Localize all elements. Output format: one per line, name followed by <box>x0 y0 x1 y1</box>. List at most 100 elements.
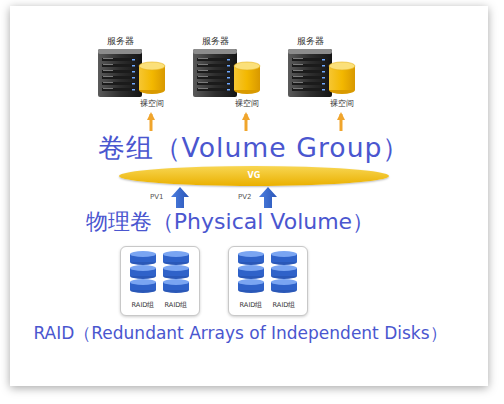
raid-box: RAID组RAID组 <box>228 246 308 316</box>
icon-shape <box>292 82 328 85</box>
icon-shape <box>197 58 233 61</box>
vg-label: VG <box>119 166 389 186</box>
pv-arrow <box>171 187 189 208</box>
icon-shape <box>163 265 189 271</box>
icon-shape <box>227 71 230 73</box>
icon-shape <box>103 70 113 71</box>
icon-shape <box>293 82 303 83</box>
server-label: 服务器 <box>285 36 335 47</box>
icon-shape <box>292 58 328 61</box>
icon-shape <box>102 82 138 85</box>
raid-group-label: RAID组 <box>158 301 194 310</box>
icon-shape <box>227 65 230 67</box>
icon-shape <box>198 88 208 89</box>
icon-shape <box>227 83 230 85</box>
icon-shape <box>163 279 189 285</box>
icon-shape <box>292 70 328 73</box>
icon-shape <box>197 82 233 85</box>
icon-shape <box>102 88 138 91</box>
icon-shape <box>197 70 233 73</box>
icon-shape <box>293 88 303 89</box>
icon-shape <box>198 70 208 71</box>
icon-shape <box>198 64 208 65</box>
icon-shape <box>197 88 233 91</box>
icon-shape <box>271 251 297 257</box>
icon-shape <box>197 76 233 79</box>
icon-shape <box>322 65 325 67</box>
up-arrow-connector <box>245 114 248 131</box>
raid-title: RAID（Redundant Arrays of Independent Dis… <box>33 323 446 343</box>
icon-shape <box>238 279 264 285</box>
raid-group-label: RAID组 <box>125 301 161 310</box>
icon-shape <box>103 88 113 89</box>
raid-group-label: RAID组 <box>266 301 302 310</box>
icon-shape <box>132 89 135 91</box>
icon-shape <box>98 49 142 54</box>
server-node: 服务器裸空间 <box>95 36 175 112</box>
icon-shape <box>102 58 138 61</box>
icon-shape <box>293 70 303 71</box>
icon-shape <box>271 265 297 271</box>
pv-label: PV2 <box>238 193 251 201</box>
server-node: 服务器裸空间 <box>190 36 270 112</box>
icon-shape <box>130 251 156 257</box>
icon-shape <box>293 58 303 59</box>
icon-shape <box>292 88 328 91</box>
pv-label: PV1 <box>150 193 163 201</box>
icon-shape <box>132 65 135 67</box>
icon-shape <box>197 64 233 67</box>
raw-space-label: 裸空间 <box>133 99 171 109</box>
icon-shape <box>198 58 208 59</box>
icon-shape <box>102 64 138 67</box>
server-label: 服务器 <box>95 36 145 47</box>
icon-shape <box>227 77 230 79</box>
icon-shape <box>322 89 325 91</box>
icon-shape <box>322 77 325 79</box>
icon-graphic <box>121 247 199 299</box>
icon-shape <box>132 83 135 85</box>
icon-shape <box>103 58 113 59</box>
volume-group-node: 卷组（Volume Group）VG <box>70 132 438 186</box>
icon-shape <box>271 279 297 285</box>
server-label: 服务器 <box>190 36 240 47</box>
icon-shape <box>322 71 325 73</box>
icon-shape <box>102 76 138 79</box>
icon-shape <box>103 76 113 77</box>
icon-shape <box>103 82 113 83</box>
pv-arrow <box>259 187 277 208</box>
icon-shape <box>198 82 208 83</box>
icon-shape <box>288 49 332 54</box>
icon-shape <box>163 251 189 257</box>
vg-band: VG <box>119 166 389 186</box>
icon-shape <box>227 89 230 91</box>
physical-volume-title: 物理卷（Physical Volume） <box>86 209 374 235</box>
icon-shape <box>293 64 303 65</box>
icon-shape <box>103 64 113 65</box>
up-arrow-connector <box>150 114 153 131</box>
icon-shape <box>234 62 260 70</box>
icon-shape <box>193 49 237 54</box>
icon-shape <box>227 59 230 61</box>
icon-shape <box>329 62 355 70</box>
icon-shape <box>322 59 325 61</box>
icon-shape <box>132 59 135 61</box>
icon-shape <box>322 83 325 85</box>
icon-graphic <box>95 48 175 98</box>
up-arrow-connector <box>340 114 343 131</box>
icon-shape <box>198 76 208 77</box>
raid-group-label: RAID组 <box>233 301 269 310</box>
icon-shape <box>130 279 156 285</box>
icon-shape <box>288 49 332 97</box>
icon-shape <box>238 251 264 257</box>
icon-shape <box>292 64 328 67</box>
server-node: 服务器裸空间 <box>285 36 365 112</box>
icon-graphic <box>285 48 365 98</box>
icon-shape <box>292 76 328 79</box>
icon-shape <box>132 77 135 79</box>
raid-box: RAID组RAID组 <box>120 246 200 316</box>
icon-shape <box>132 71 135 73</box>
icon-shape <box>139 62 165 70</box>
